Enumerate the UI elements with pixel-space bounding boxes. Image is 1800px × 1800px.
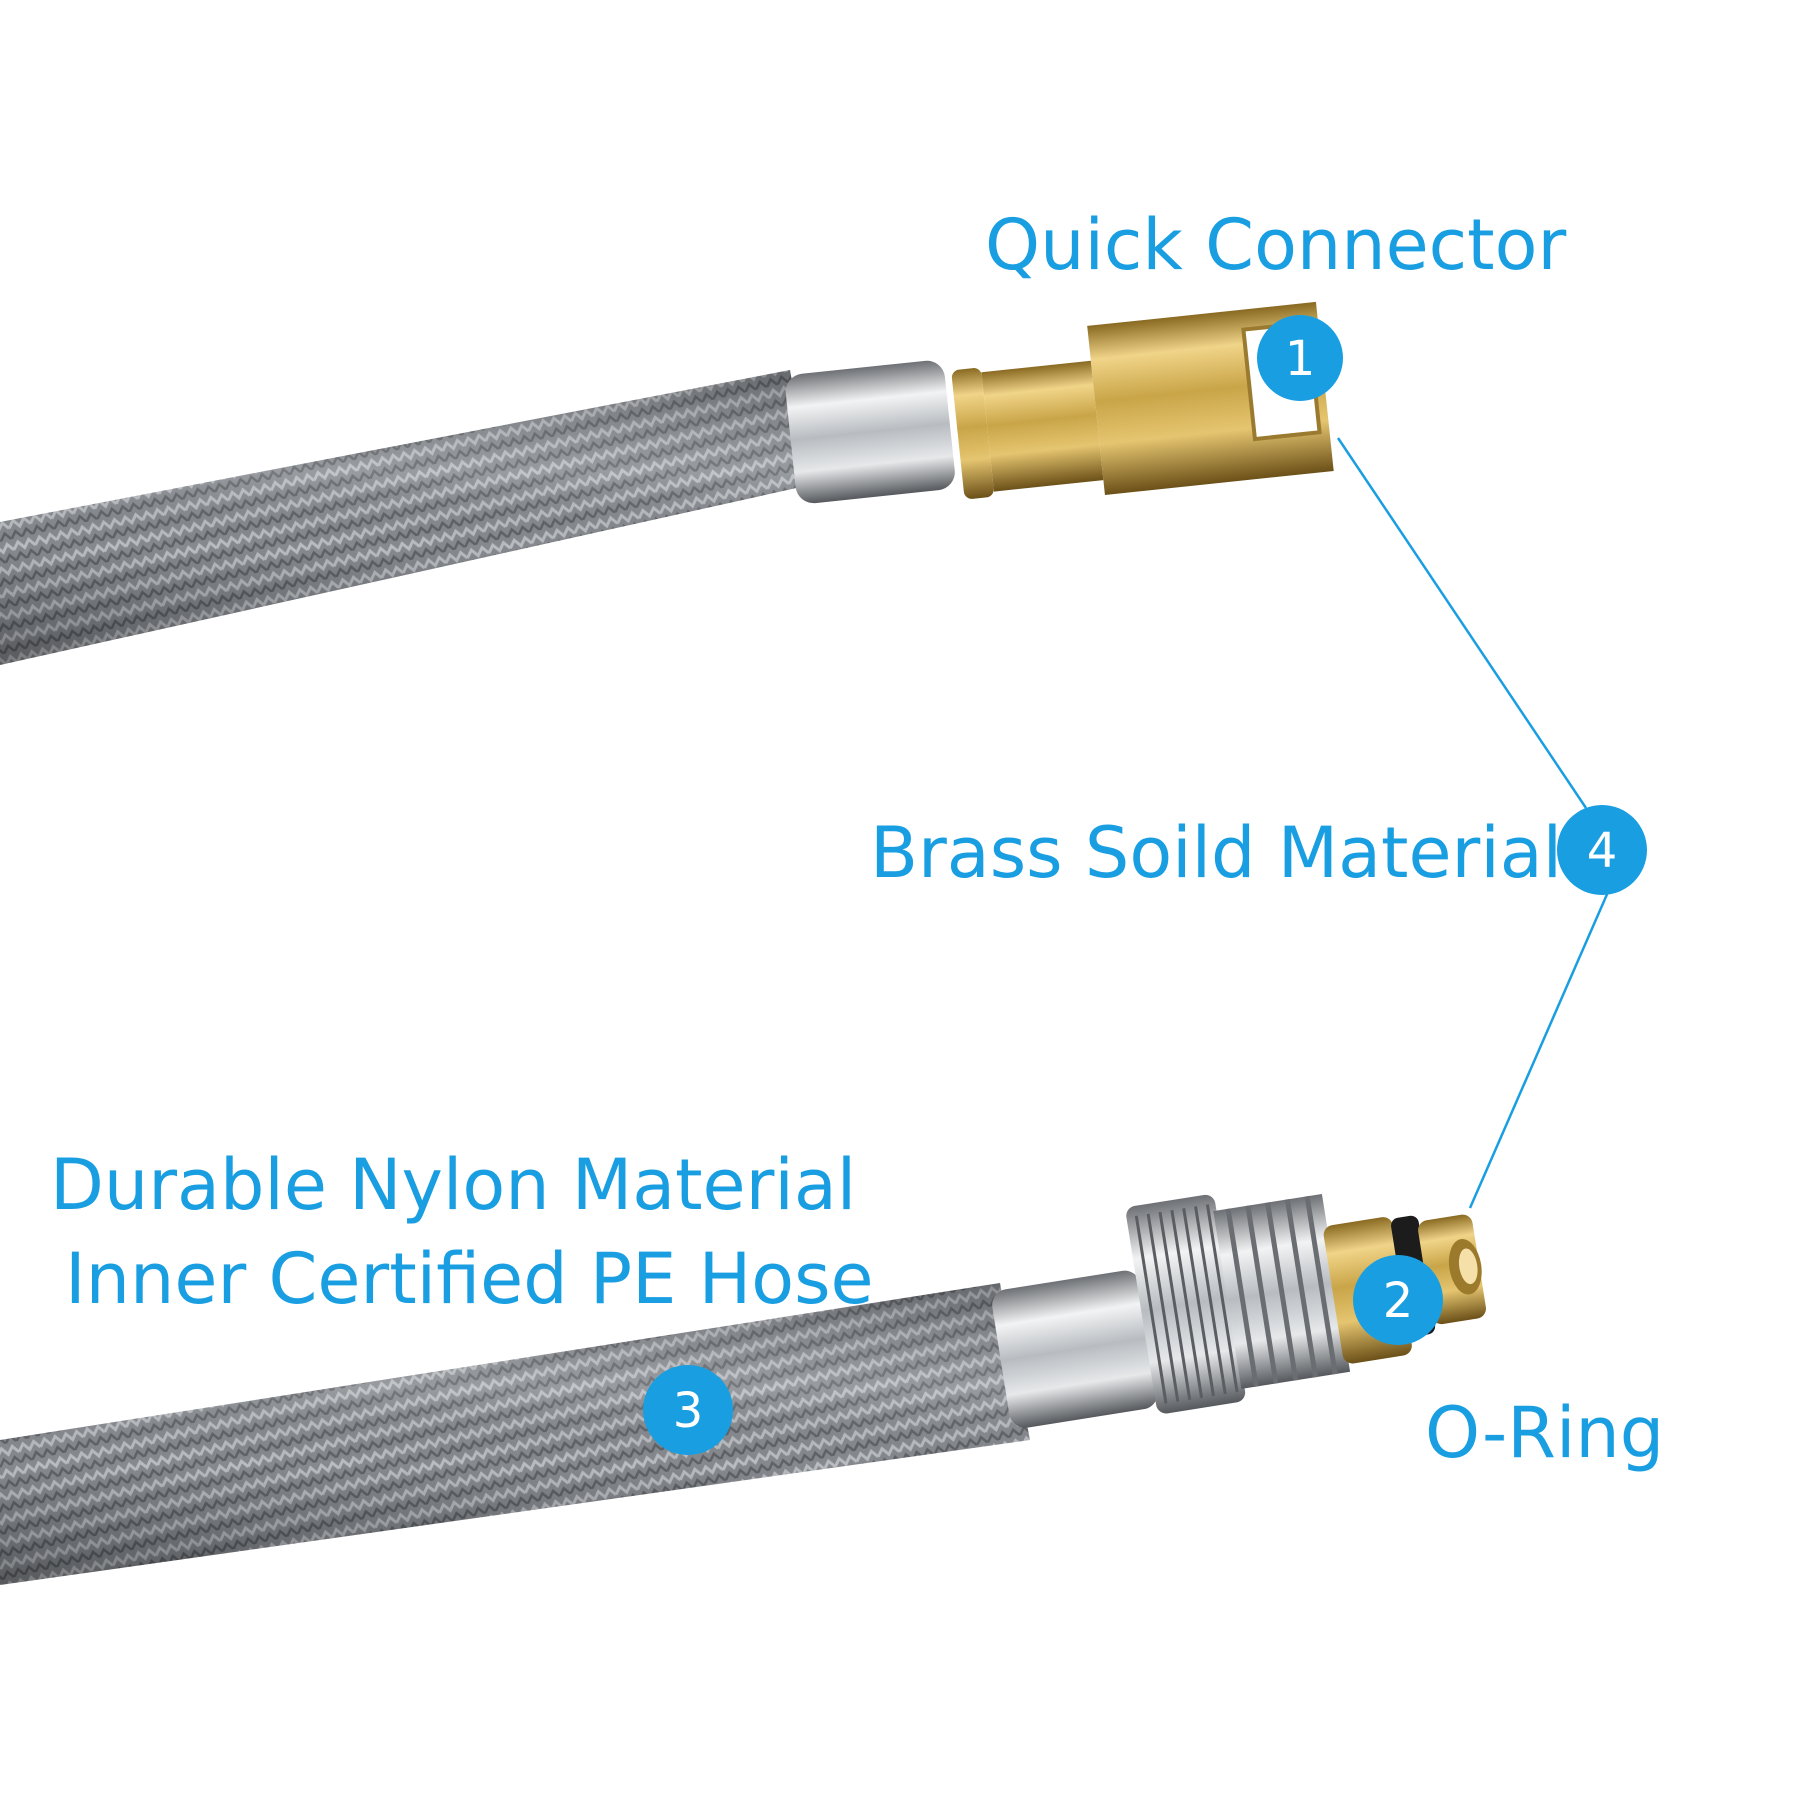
bottom-hose-shading: [0, 1283, 1030, 1585]
bottom-ferrule: [992, 1270, 1158, 1428]
badge-1: 1: [1257, 315, 1343, 401]
badge-2: 2: [1353, 1255, 1443, 1345]
threaded-fitting: [1213, 1193, 1351, 1389]
badge-2-number: 2: [1383, 1273, 1414, 1329]
badge-3-number: 3: [673, 1383, 704, 1439]
connector-line-1: [1336, 437, 1588, 809]
top-hose: [0, 370, 810, 665]
connector-line-2: [1468, 891, 1610, 1209]
label-brass-material: Brass Soild Material: [870, 812, 1563, 894]
label-nylon-material: Durable Nylon Material: [50, 1144, 857, 1226]
label-quick-connector: Quick Connector: [985, 204, 1567, 286]
knurled-nut: [1126, 1194, 1246, 1414]
bottom-hose: [0, 1283, 1030, 1585]
badge-1-number: 1: [1285, 331, 1316, 387]
badge-4-number: 4: [1587, 823, 1618, 879]
badge-3: 3: [643, 1365, 733, 1455]
badge-4: 4: [1557, 805, 1647, 895]
top-hose-shading: [0, 370, 810, 665]
label-pe-hose: Inner Certified PE Hose: [65, 1238, 874, 1320]
label-o-ring: O-Ring: [1425, 1392, 1665, 1474]
top-ferrule: [785, 360, 955, 504]
